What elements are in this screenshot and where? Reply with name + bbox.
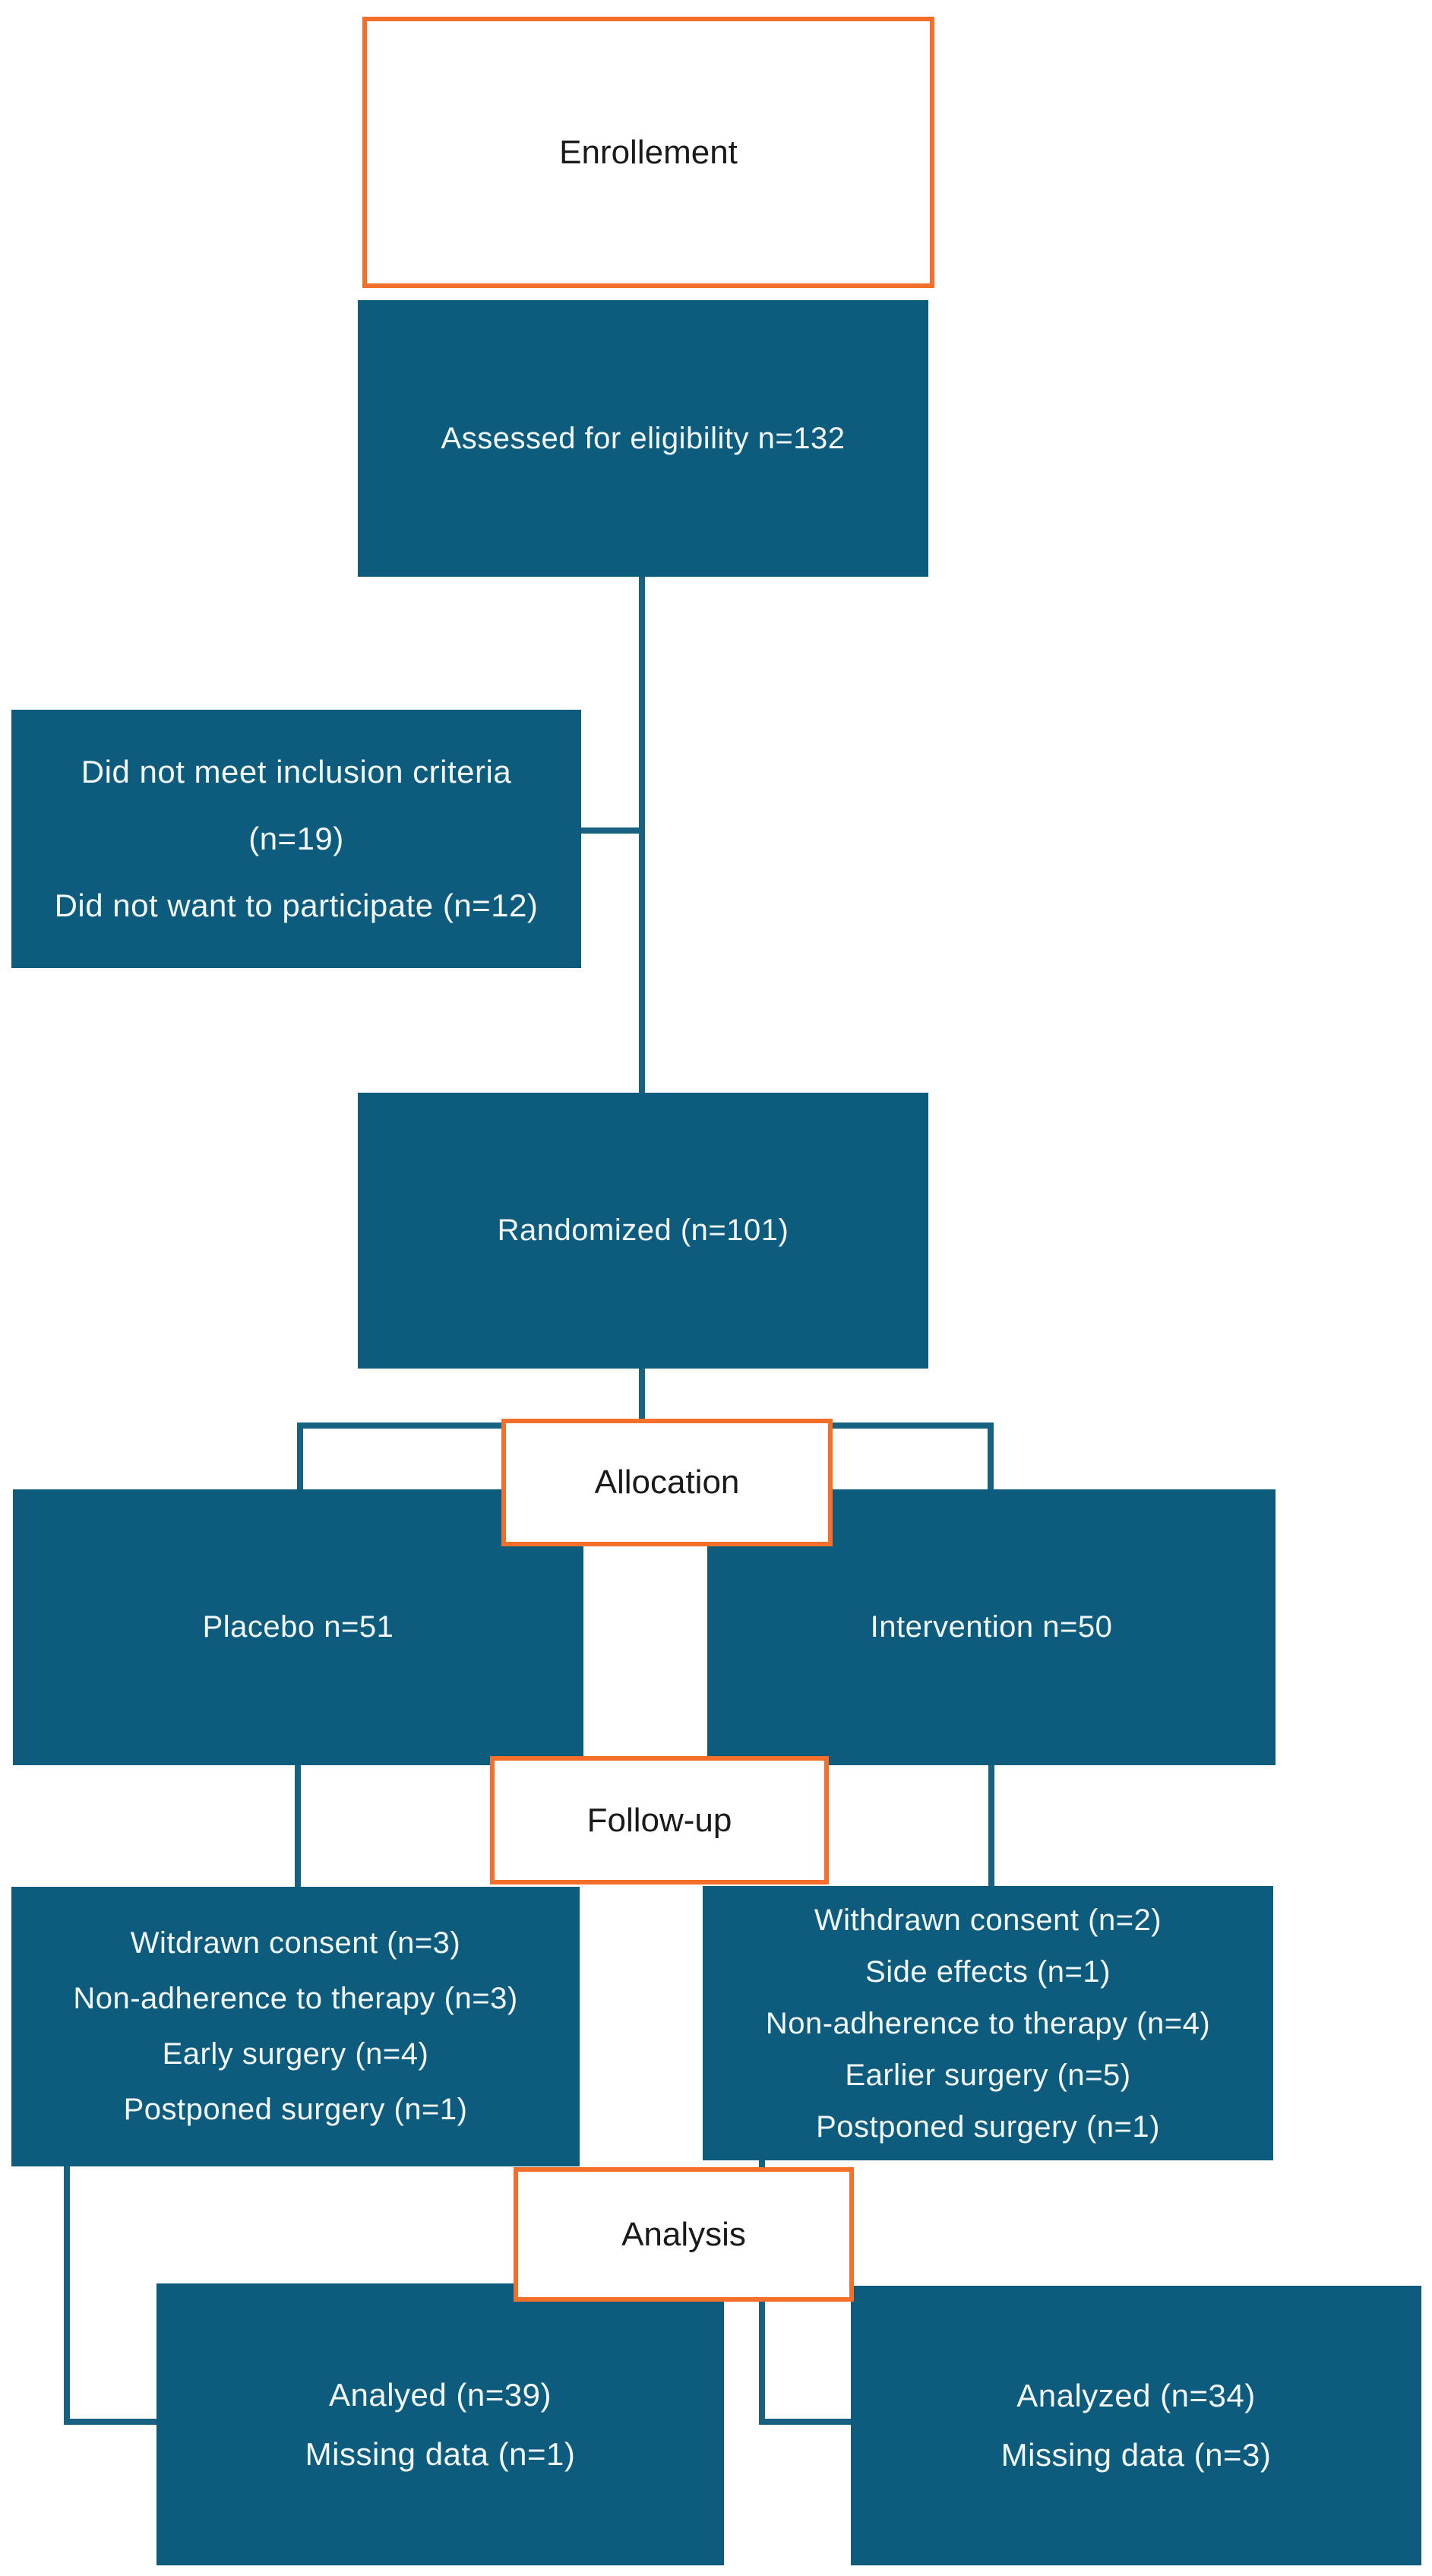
placebo-analyzed-line: Analyed (n=39) [328,2376,552,2413]
intervention-followup-line: Withdrawn consent (n=2) [814,1903,1162,1937]
randomized-text: Randomized (n=101) [497,1214,789,1247]
box-excluded-reasons: Did not meet inclusion criteria (n=19) D… [11,710,581,968]
box-assessed-eligibility: Assessed for eligibility n=132 [358,300,928,577]
stage-label-enrollment-text: Enrollement [559,133,738,171]
placebo-followup-line: Witdrawn consent (n=3) [130,1926,461,1960]
placebo-followup-line: Postponed surgery (n=1) [123,2093,468,2126]
connector-left-analysis-elbow-vertical [64,2166,70,2425]
assessed-text: Assessed for eligibility n=132 [441,421,846,455]
box-intervention-analyzed: Analyzed (n=34) Missing data (n=3) [851,2286,1421,2565]
connector-excluded-elbow-line [581,828,642,834]
excluded-line: Did not want to participate (n=12) [54,888,539,923]
intervention-analyzed-line: Missing data (n=3) [1001,2437,1272,2473]
stage-label-enrollment: Enrollement [362,17,934,288]
box-placebo-followup-losses: Witdrawn consent (n=3) Non-adherence to … [11,1887,580,2166]
stage-label-followup-text: Follow-up [586,1801,732,1839]
intervention-followup-line: Postponed surgery (n=1) [816,2109,1160,2144]
intervention-followup-line: Side effects (n=1) [865,1954,1111,1989]
connector-assessed-to-randomized-line [639,577,645,1093]
connector-randomized-to-allocation-line [639,1369,645,1422]
connector-right-analysis-elbow-horizontal [759,2419,851,2425]
intervention-text: Intervention n=50 [870,1610,1113,1644]
stage-label-analysis: Analysis [514,2167,854,2302]
box-intervention-followup-losses: Withdrawn consent (n=2) Side effects (n=… [703,1886,1273,2160]
connector-drop-to-placebo-line [297,1422,303,1491]
connector-left-analysis-elbow-horizontal [64,2419,156,2425]
intervention-followup-line: Non-adherence to therapy (n=4) [765,2006,1211,2040]
placebo-followup-line: Non-adherence to therapy (n=3) [73,1982,518,2015]
box-placebo-arm: Placebo n=51 [13,1489,583,1765]
connector-drop-to-intervention-line [988,1422,994,1491]
box-randomized: Randomized (n=101) [358,1093,928,1369]
intervention-followup-line: Earlier surgery (n=5) [845,2058,1131,2092]
placebo-analyzed-line: Missing data (n=1) [305,2435,576,2472]
box-placebo-analyzed: Analyed (n=39) Missing data (n=1) [156,2283,724,2565]
stage-label-analysis-text: Analysis [621,2215,746,2253]
connector-intervention-to-followup-line [988,1765,994,1888]
intervention-analyzed-line: Analyzed (n=34) [1016,2378,1256,2413]
stage-label-allocation: Allocation [501,1419,833,1546]
excluded-line: Did not meet inclusion criteria [81,754,512,790]
placebo-text: Placebo n=51 [202,1610,394,1644]
excluded-line: (n=19) [248,821,344,856]
stage-label-followup: Follow-up [490,1756,829,1885]
placebo-followup-line: Early surgery (n=4) [162,2037,429,2071]
stage-label-allocation-text: Allocation [594,1464,740,1501]
connector-placebo-to-followup-line [295,1765,301,1888]
